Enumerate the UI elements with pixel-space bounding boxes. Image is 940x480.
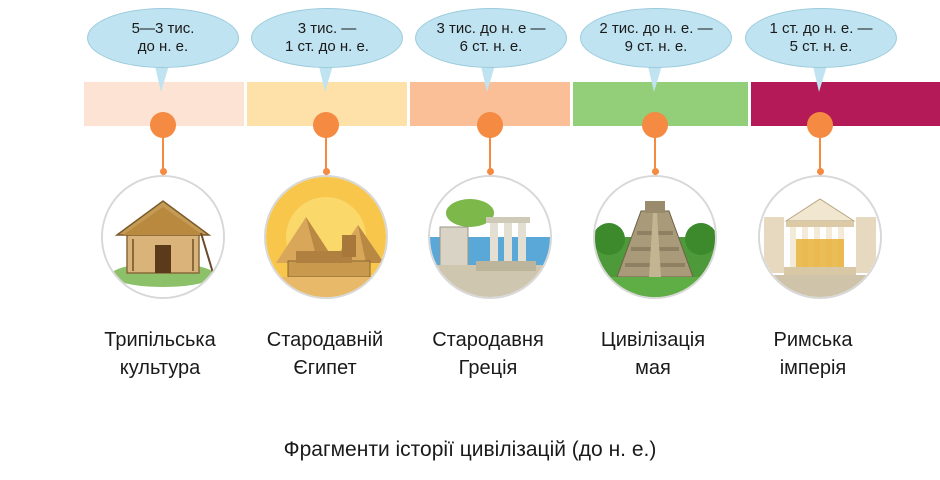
sphinx-pyramids-icon xyxy=(264,175,388,299)
date-bubble-tail xyxy=(647,62,663,92)
connector-line xyxy=(162,136,164,176)
date-bubble-greece: 3 тис. до н. е — 6 ст. н. е. xyxy=(415,8,567,68)
date-line: 3 тис. до н. е — xyxy=(436,20,546,37)
period-label-rome: Римська імперія xyxy=(773,329,853,379)
date-line: 1 ст. до н. е. — xyxy=(769,20,873,37)
date-bubble-trypillia: 5—3 тис. до н. е. xyxy=(87,8,239,68)
connector-line xyxy=(325,136,327,176)
timeline-marker-maya xyxy=(642,112,668,138)
date-bubble-tail xyxy=(154,62,170,92)
date-line: 1 ст. до н. е. xyxy=(285,38,369,55)
date-line: 5 ст. н. е. xyxy=(789,38,853,55)
date-line: 2 тис. до н. е. — xyxy=(599,20,713,37)
timeline-marker-egypt xyxy=(313,112,339,138)
period-label-maya: Цивілізація мая xyxy=(600,329,706,379)
trypillian-hut-icon xyxy=(101,175,225,299)
roman-temple-icon xyxy=(758,175,882,299)
date-line: 9 ст. н. е. xyxy=(624,38,688,55)
date-bubble-rome: 1 ст. до н. е. — 5 ст. н. е. xyxy=(745,8,897,68)
timeline-marker-trypillia xyxy=(150,112,176,138)
maya-pyramid-icon xyxy=(593,175,717,299)
date-line: 5—3 тис. xyxy=(131,20,195,37)
date-bubble-maya: 2 тис. до н. е. — 9 ст. н. е. xyxy=(580,8,732,68)
date-bubble-tail xyxy=(480,62,496,92)
diagram-caption: Фрагменти історії цивілізацій (до н. е.) xyxy=(283,438,657,461)
connector-dot xyxy=(816,168,824,175)
date-bubble-tail xyxy=(318,62,334,92)
connector-line xyxy=(819,136,821,176)
connector-line xyxy=(654,136,656,176)
period-label-greece: Стародавня Греція xyxy=(432,329,544,379)
greek-ruins-icon xyxy=(428,175,552,299)
timeline-band-rome xyxy=(751,82,940,126)
date-bubble-egypt: 3 тис. — 1 ст. до н. е. xyxy=(251,8,403,68)
period-label-trypillia: Трипільська культура xyxy=(104,329,216,379)
date-line: 3 тис. — xyxy=(297,20,357,37)
connector-dot xyxy=(486,168,494,175)
date-bubble-tail xyxy=(812,62,828,92)
connector-dot xyxy=(322,168,330,175)
timeline-marker-greece xyxy=(477,112,503,138)
connector-dot xyxy=(651,168,659,175)
date-line: 6 ст. н. е. xyxy=(459,38,523,55)
period-label-egypt: Стародавній Єгипет xyxy=(266,329,384,379)
connector-line xyxy=(489,136,491,176)
date-line: до н. е. xyxy=(137,38,189,55)
connector-dot xyxy=(159,168,167,175)
timeline-marker-rome xyxy=(807,112,833,138)
